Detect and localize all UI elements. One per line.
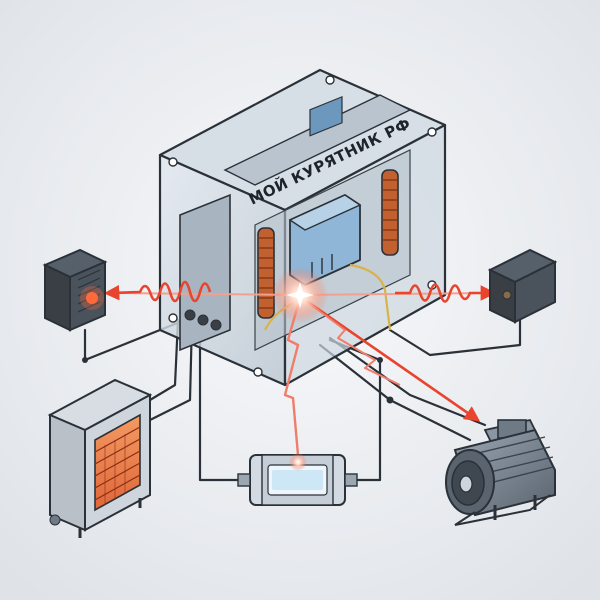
electric-motor-icon [445, 418, 556, 526]
beam-to-motor [304, 298, 481, 422]
wave-left [103, 280, 212, 303]
wire-heater-2 [148, 318, 194, 422]
enclosure: МОЙ КУРЯТНИК РФ [158, 68, 447, 387]
beam-left [114, 292, 301, 296]
internal-back-plate [179, 193, 231, 352]
sensor-box-icon-right [487, 248, 558, 324]
coil-right [381, 169, 399, 256]
sensor-box-icon [42, 248, 108, 332]
internal-wire-yellow [349, 263, 392, 331]
terminal-block [184, 309, 222, 331]
spark-star [286, 282, 314, 308]
wire-capacitor-right [328, 338, 382, 482]
heater-icon [47, 378, 153, 538]
relay-coil-window [309, 95, 343, 137]
relay-module [288, 95, 362, 286]
capacitor-icon [237, 453, 358, 506]
wire-motor-2 [328, 336, 487, 427]
coil-left [257, 227, 275, 319]
wire-capacitor-left [198, 328, 252, 482]
wire-heater-1 [148, 318, 180, 402]
spark-to-capacitor [283, 297, 302, 456]
spark-branch [301, 297, 401, 386]
signals [103, 267, 497, 456]
wire-right-sensor [388, 318, 522, 357]
wire-junctions [82, 357, 394, 404]
wave-right [395, 283, 497, 303]
